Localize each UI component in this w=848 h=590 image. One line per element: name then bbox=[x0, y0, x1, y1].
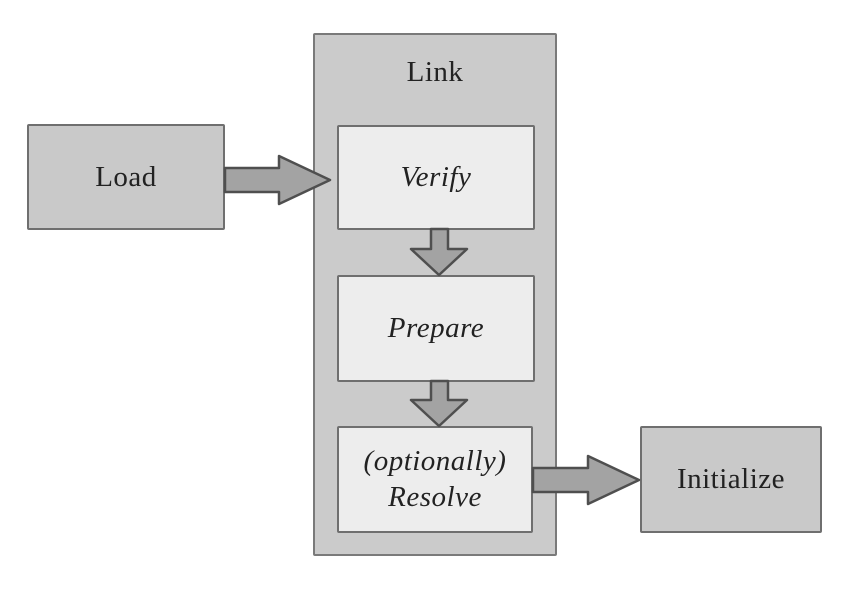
link-group-container: Link Verify Prepare (optionally) Resolve bbox=[313, 33, 557, 556]
prepare-label: Prepare bbox=[387, 312, 485, 344]
resolve-label-line1: (optionally) bbox=[363, 445, 507, 478]
resolve-label-line2: Resolve bbox=[388, 480, 482, 513]
load-node: Load bbox=[27, 124, 225, 230]
initialize-label: Initialize bbox=[676, 463, 786, 495]
link-group-title: Link bbox=[406, 56, 464, 88]
prepare-node: Prepare bbox=[337, 275, 535, 382]
resolve-node: (optionally) Resolve bbox=[337, 426, 533, 533]
initialize-node: Initialize bbox=[640, 426, 822, 533]
verify-label: Verify bbox=[400, 161, 472, 193]
verify-node: Verify bbox=[337, 125, 535, 230]
load-label: Load bbox=[95, 160, 157, 193]
